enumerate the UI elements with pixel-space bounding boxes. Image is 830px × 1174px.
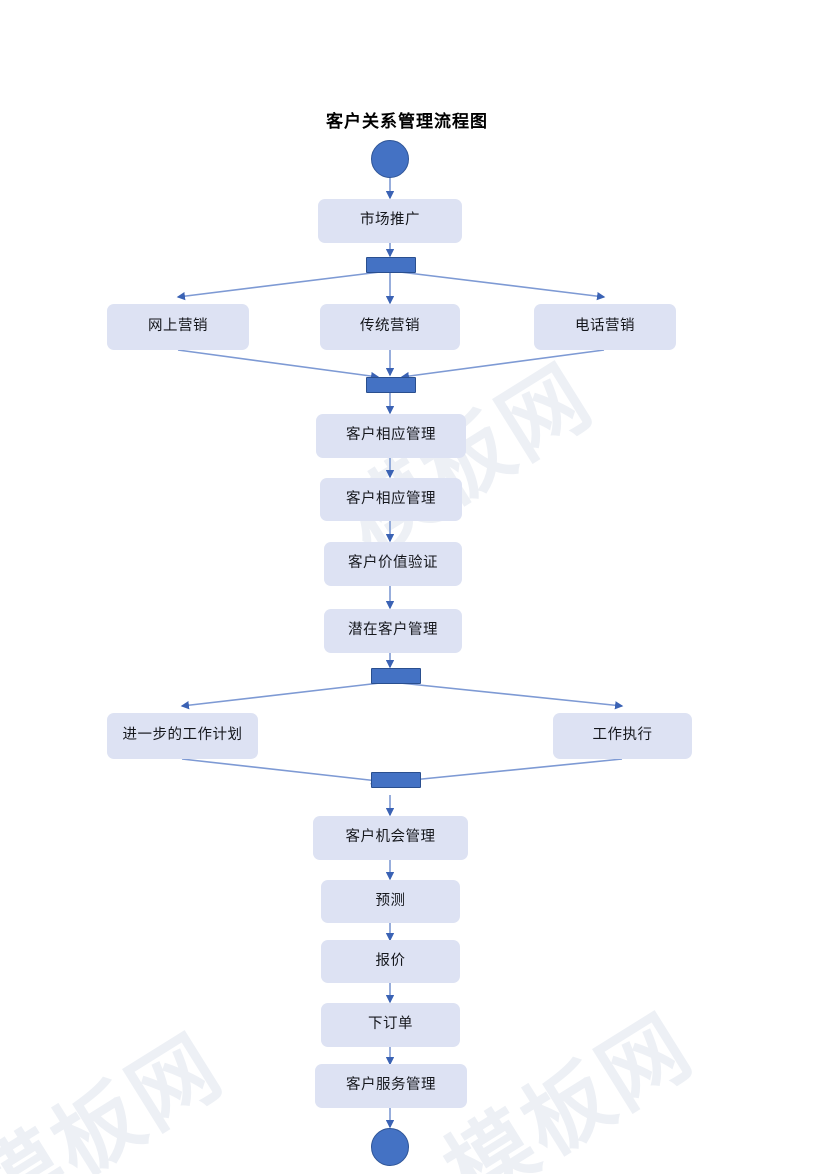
node-label: 传统营销 [360,318,420,335]
gateway-split-2[interactable] [371,668,421,684]
node-work-execution[interactable]: 工作执行 [553,713,692,759]
node-label: 网上营销 [148,318,208,335]
node-customer-opportunity-management[interactable]: 客户机会管理 [313,816,468,860]
node-traditional-marketing[interactable]: 传统营销 [320,304,460,350]
node-label: 预测 [375,892,406,909]
edge-n10-to-merge2 [400,758,623,785]
node-customer-service-management[interactable]: 客户服务管理 [315,1064,467,1108]
gateway-merge-1[interactable] [366,377,416,393]
node-label: 潜在客户管理 [348,622,438,639]
node-forecast[interactable]: 预测 [321,880,460,923]
node-label: 电话营销 [575,318,635,335]
node-label: 客户相应管理 [346,490,436,507]
node-online-marketing[interactable]: 网上营销 [107,304,249,350]
edge-n9-to-merge2 [181,758,380,785]
gateway-merge-2[interactable] [371,772,421,788]
edge-n4-to-merge1 [400,349,605,381]
node-label: 客户相应管理 [346,427,436,444]
node-customer-response-management-1[interactable]: 客户相应管理 [316,414,466,458]
start-node[interactable] [371,140,409,178]
node-label: 市场推广 [360,212,420,229]
node-further-work-plan[interactable]: 进一步的工作计划 [107,713,258,759]
node-label: 进一步的工作计划 [122,727,243,744]
node-label: 报价 [375,952,406,969]
node-customer-response-management-2[interactable]: 客户相应管理 [320,478,462,521]
node-label: 客户机会管理 [345,829,436,846]
edge-n2-to-merge1 [177,349,380,381]
node-potential-customer-management[interactable]: 潜在客户管理 [324,609,462,653]
node-label: 工作执行 [592,727,653,744]
gateway-split-1[interactable] [366,257,416,273]
node-market-promotion[interactable]: 市场推广 [318,199,462,243]
node-label: 下订单 [368,1016,413,1033]
edge-split1-to-n4 [399,271,606,301]
end-node[interactable] [371,1128,409,1166]
page-title: 客户关系管理流程图 [326,112,488,131]
edge-split1-to-n2 [176,271,381,301]
node-place-order[interactable]: 下订单 [321,1003,460,1047]
node-telephone-marketing[interactable]: 电话营销 [534,304,676,350]
edge-split2-to-n10 [399,682,624,710]
node-customer-value-verification[interactable]: 客户价值验证 [324,542,462,586]
node-quotation[interactable]: 报价 [321,940,460,983]
edge-split2-to-n9 [180,682,381,710]
node-label: 客户价值验证 [348,555,438,572]
node-label: 客户服务管理 [346,1077,436,1094]
